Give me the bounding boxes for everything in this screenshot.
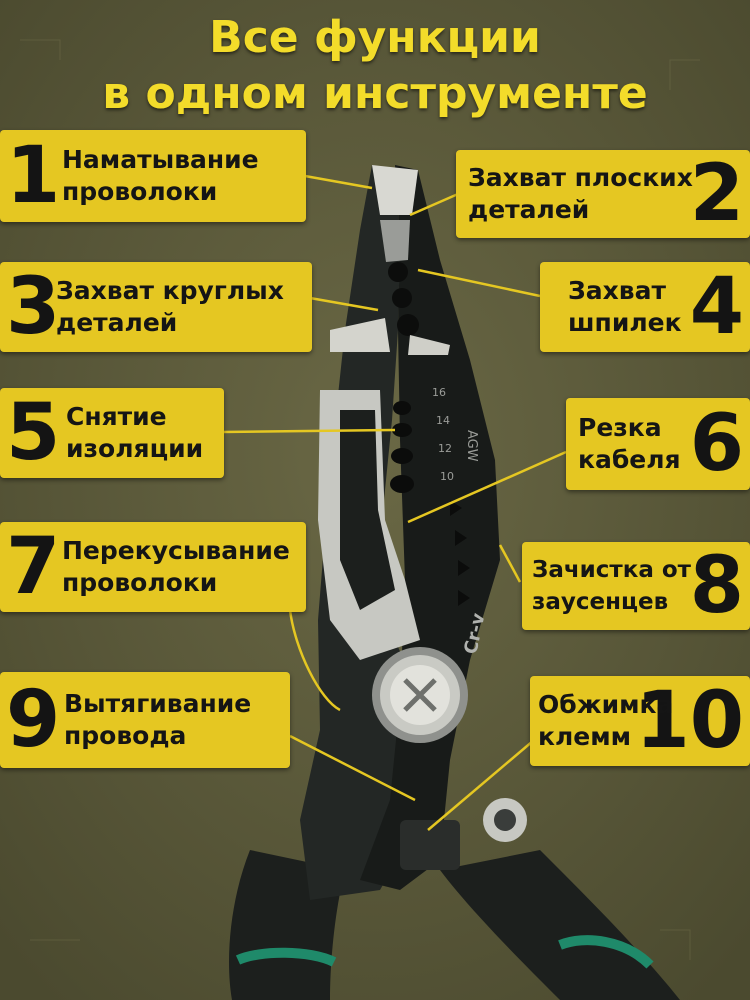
stripper-holes <box>390 401 414 493</box>
pliers-handles <box>229 850 680 1000</box>
gauge-10: 10 <box>440 470 454 483</box>
feature-number-2: 2 <box>689 149 744 239</box>
cutting-teeth <box>450 500 470 606</box>
feature-number-4: 4 <box>689 262 744 352</box>
headline-line-1: Все функции <box>209 12 541 63</box>
leader-lines <box>221 174 567 831</box>
feature-number-5: 5 <box>6 388 61 478</box>
right-jaw <box>360 165 500 890</box>
headline-line-2: в одном инструменте <box>102 68 648 119</box>
jaw-serrations <box>388 262 419 336</box>
gauge-16: 16 <box>432 386 446 399</box>
pivot-bolt <box>372 647 468 743</box>
handle-accent-right <box>558 935 654 969</box>
gauge-14: 14 <box>436 414 450 427</box>
gauge-12: 12 <box>438 442 452 455</box>
feature-number-6: 6 <box>689 399 744 489</box>
feature-number-7: 7 <box>6 522 61 612</box>
gauge-label-agw: AGW <box>464 430 479 462</box>
feature-number-10: 10 <box>635 676 744 766</box>
handle-accent-left <box>235 947 337 967</box>
jaw-tip-chrome <box>372 165 418 215</box>
feature-number-9: 9 <box>6 675 61 765</box>
headline: Все функции в одном инструменте <box>0 10 750 122</box>
feature-number-8: 8 <box>689 541 744 631</box>
feature-number-1: 1 <box>6 131 61 221</box>
crimper-part <box>400 798 527 870</box>
feature-number-3: 3 <box>6 262 61 352</box>
